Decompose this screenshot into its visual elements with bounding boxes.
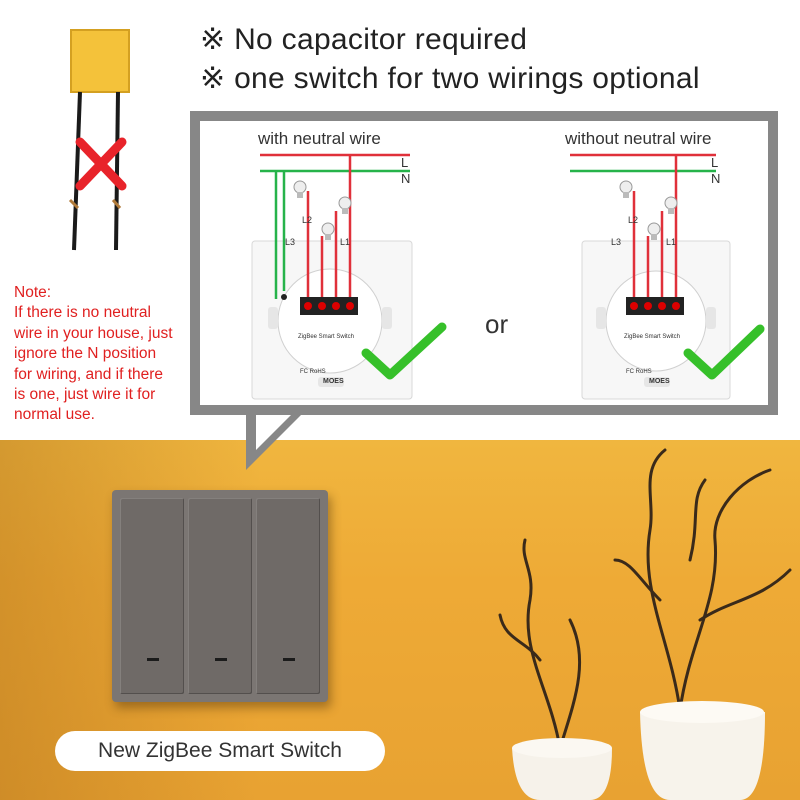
red-x-icon (75, 137, 127, 191)
light-bulb-icon (293, 180, 307, 198)
note-line: If there is no neutral (14, 304, 151, 322)
diagram-title-with-neutral: with neutral wire (258, 129, 381, 148)
indicator-light (215, 658, 227, 661)
load-label-l2: L2 (628, 215, 638, 225)
light-bulb-icon (647, 222, 661, 240)
module-brand: MOES (649, 378, 670, 385)
indicator-light (147, 658, 159, 661)
switch-button-2 (188, 498, 252, 694)
yellow-capacitor-icon (70, 29, 130, 93)
load-label-l1: L1 (340, 237, 350, 247)
wiring-note: Note: If there is no neutral wire in you… (14, 283, 194, 426)
load-label-l3: L3 (285, 237, 295, 247)
note-line: ignore the N position (14, 345, 157, 363)
module-title: ZigBee Smart Switch (624, 334, 680, 340)
diagram-without-neutral: L N L2 L3 L1 ZigBee Smart Switch FC RoHS… (570, 153, 765, 400)
module-brand: MOES (323, 378, 344, 385)
light-bulb-icon (321, 222, 335, 240)
indicator-light (283, 658, 295, 661)
diagram-title-without-neutral: without neutral wire (565, 129, 712, 148)
load-label-l2: L2 (302, 215, 312, 225)
headline-no-capacitor: ※ No capacitor required (200, 23, 528, 56)
module-certs: FC RoHS (300, 369, 326, 375)
load-label-l3: L3 (611, 237, 621, 247)
headline-two-wirings: ※ one switch for two wirings optional (200, 62, 700, 95)
note-line: for wiring, and if there (14, 365, 164, 383)
module-certs: FC RoHS (626, 369, 652, 375)
light-bulb-icon (338, 196, 352, 214)
smart-switch-product (112, 490, 328, 702)
note-line: normal use. (14, 406, 95, 424)
light-bulb-icon (664, 196, 678, 214)
wiring-diagram-panel: with neutral wire without neutral wire o… (190, 111, 778, 415)
switch-button-3 (256, 498, 320, 694)
neutral-label: N (711, 171, 720, 186)
note-line: wire in your house, just (14, 324, 173, 342)
note-line: Note: (14, 284, 52, 301)
green-checkmark-icon (361, 322, 447, 380)
light-bulb-icon (619, 180, 633, 198)
or-label: or (485, 309, 509, 339)
green-checkmark-icon (683, 324, 765, 380)
live-label: L (401, 155, 408, 170)
load-label-l1: L1 (666, 237, 676, 247)
switch-button-1 (120, 498, 184, 694)
neutral-label: N (401, 171, 410, 186)
product-caption: New ZigBee Smart Switch (55, 731, 385, 771)
diagram-with-neutral: L N L2 L3 L1 Zig (251, 153, 447, 400)
module-title: ZigBee Smart Switch (298, 334, 354, 340)
note-line: is one, just wire it for (14, 386, 156, 404)
capacitor-crossed-icon (68, 29, 130, 251)
live-label: L (711, 155, 718, 170)
